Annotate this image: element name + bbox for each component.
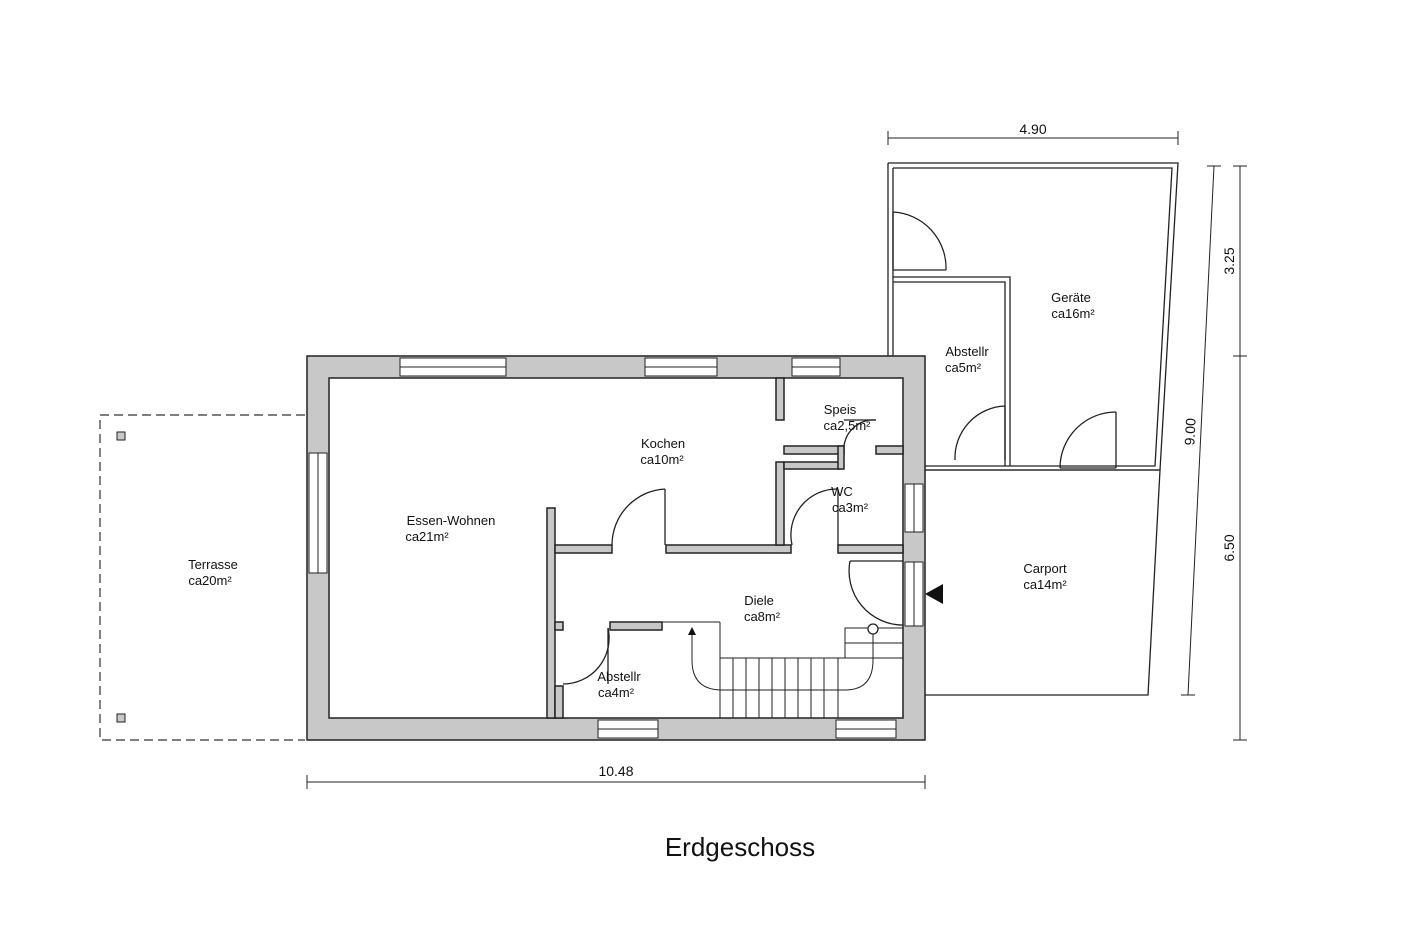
dimension-lines bbox=[306, 131, 1247, 789]
plan-title: Erdgeschoss bbox=[665, 832, 815, 862]
dim-annex-width: 4.90 bbox=[1019, 121, 1046, 137]
carport-outline bbox=[925, 469, 1161, 696]
room-speis-name: Speis bbox=[824, 402, 857, 417]
room-essen-name: Essen-Wohnen bbox=[407, 513, 496, 528]
room-speis-area: ca2,5m² bbox=[824, 418, 872, 433]
room-terrasse-name: Terrasse bbox=[188, 557, 238, 572]
interior-walls bbox=[546, 377, 904, 719]
room-abstellr-eg-name: Abstellr bbox=[597, 669, 641, 684]
room-terrasse-area: ca20m² bbox=[188, 573, 232, 588]
terrace-outline bbox=[99, 414, 305, 741]
dim-annex-top: 3.25 bbox=[1221, 247, 1237, 274]
room-abstellr-eg-area: ca4m² bbox=[598, 685, 635, 700]
staircase bbox=[662, 621, 904, 719]
room-wc-name: WC bbox=[831, 484, 853, 499]
room-diele-name: Diele bbox=[744, 593, 774, 608]
room-geraete-area: ca16m² bbox=[1051, 306, 1095, 321]
doors bbox=[562, 419, 904, 685]
room-carport-area: ca14m² bbox=[1023, 577, 1067, 592]
annex-walls bbox=[887, 162, 1179, 471]
room-carport-name: Carport bbox=[1023, 561, 1067, 576]
room-kochen-name: Kochen bbox=[641, 436, 685, 451]
entrance-arrow-icon bbox=[925, 584, 943, 604]
room-diele-area: ca8m² bbox=[744, 609, 781, 624]
dim-main-width: 10.48 bbox=[598, 763, 633, 779]
room-wc-area: ca3m² bbox=[832, 500, 869, 515]
room-abstellr-nb-area: ca5m² bbox=[945, 360, 982, 375]
room-kochen-area: ca10m² bbox=[640, 452, 684, 467]
dim-annex-total: 9.00 bbox=[1181, 418, 1198, 446]
windows bbox=[308, 357, 924, 739]
room-geraete-name: Geräte bbox=[1051, 290, 1091, 305]
dim-annex-bottom: 6.50 bbox=[1221, 534, 1237, 561]
main-house-walls bbox=[306, 355, 926, 741]
room-abstellr-nb-name: Abstellr bbox=[945, 344, 989, 359]
room-essen-area: ca21m² bbox=[405, 529, 449, 544]
